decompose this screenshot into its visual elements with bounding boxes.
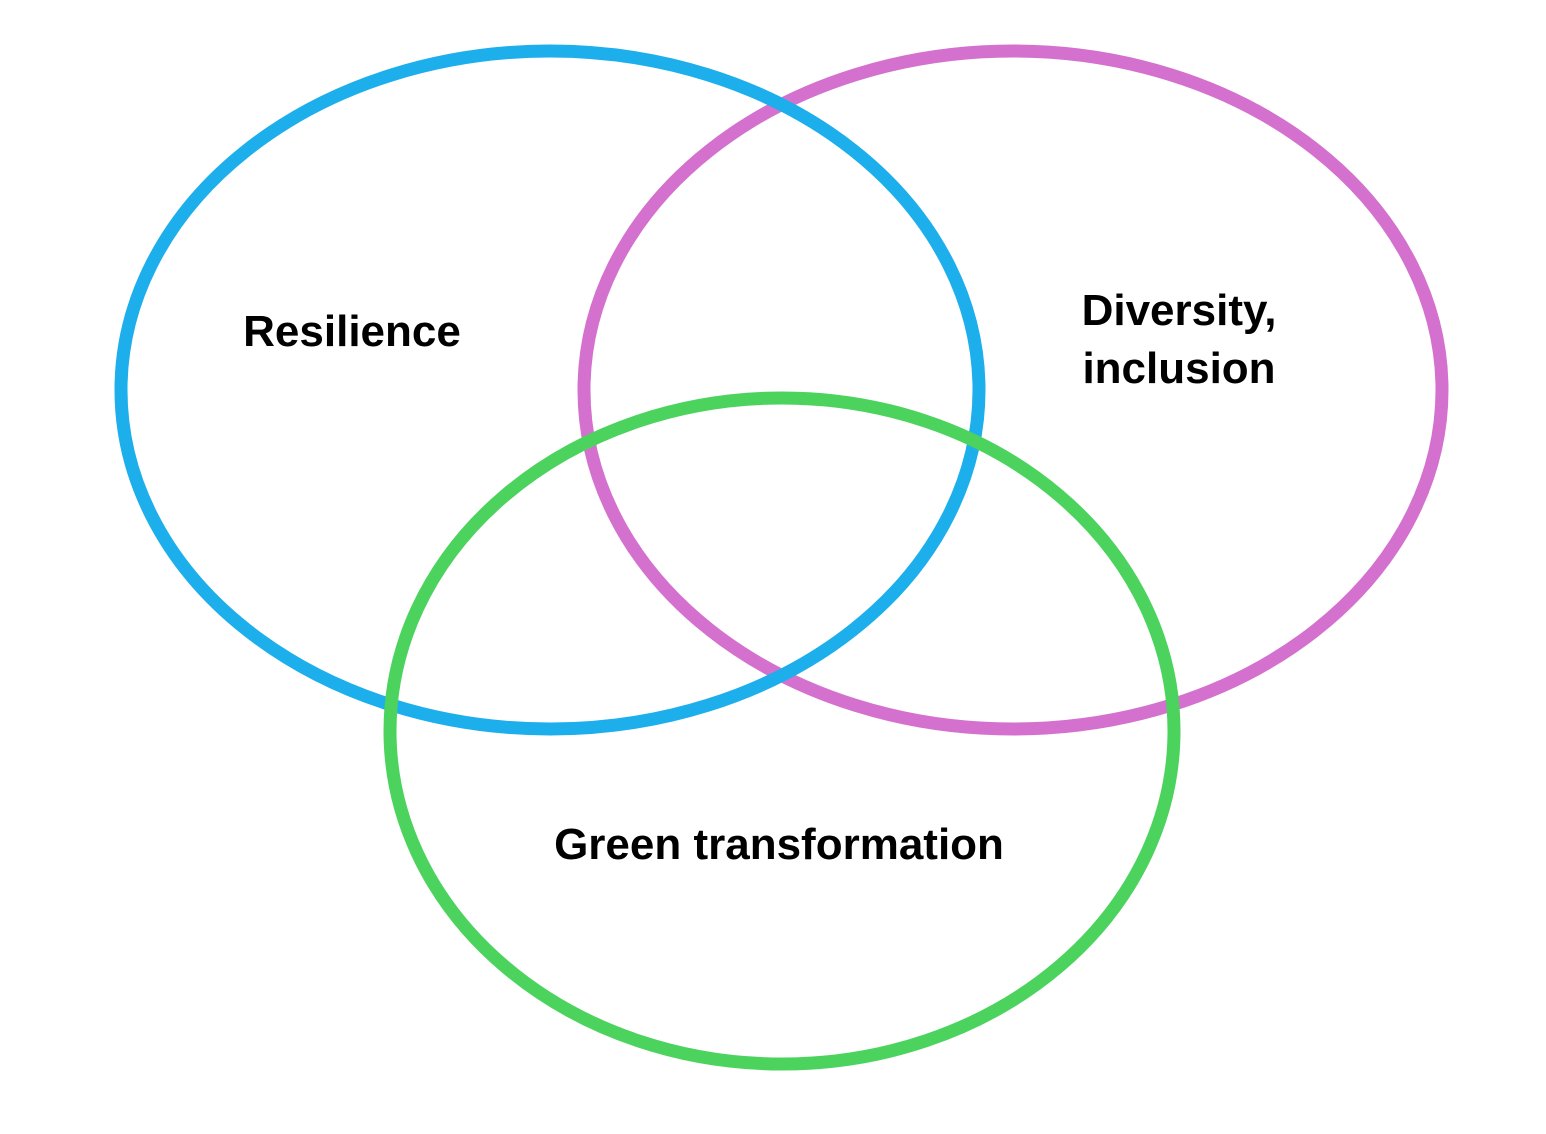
resilience-label: Resilience bbox=[243, 307, 461, 356]
resilience-circle bbox=[114, 44, 986, 736]
diversity-inclusion-label: Diversity, inclusion bbox=[1082, 282, 1277, 398]
diversity-label-line-2: inclusion bbox=[1082, 344, 1276, 393]
green-transformation-label: Green transformation bbox=[554, 820, 1004, 869]
diversity-inclusion-circle bbox=[577, 44, 1449, 736]
diversity-label-line-1: Diversity, bbox=[1081, 286, 1277, 335]
green-transformation-circle bbox=[383, 391, 1181, 1071]
